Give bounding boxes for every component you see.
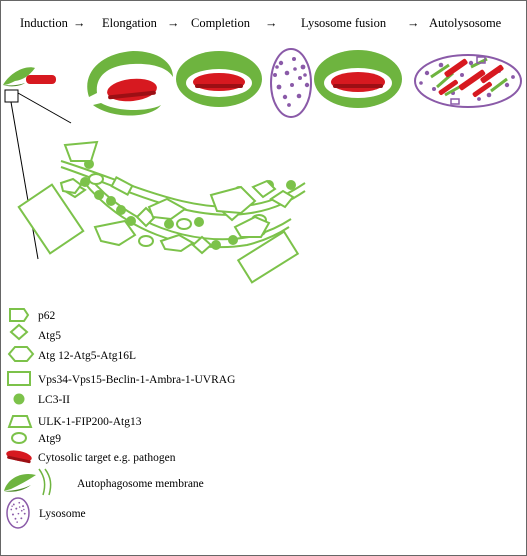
legend-label-lc3: LC3-II: [38, 394, 70, 406]
autolysosome-illustration: [414, 54, 522, 108]
legend-label-target: Cytosolic target e.g. pathogen: [38, 452, 176, 464]
lysosome-icon: [6, 497, 30, 529]
stage-arrow-4: →: [407, 16, 420, 30]
stage-label-completion: Completion: [191, 16, 251, 30]
legend-item-lysosome: Lysosome: [6, 497, 86, 529]
stage-label-lysosome-fusion: Lysosome fusion: [301, 16, 387, 30]
atg12-complex-icon: [7, 346, 35, 362]
legend-item-atg9: Atg9: [11, 432, 61, 445]
fusion-illustration: [314, 50, 402, 108]
legend-label-ulk: ULK-1-FIP200-Atg13: [38, 416, 142, 428]
legend-item-target: Cytosolic target e.g. pathogen: [6, 450, 176, 464]
zoom-box: [4, 89, 19, 103]
legend: p62 Atg5 Atg 12-Atg5-Atg16L Vps34-Vps15-…: [4, 308, 235, 529]
vps34-complex-icon: [7, 371, 31, 386]
legend-label-atg12: Atg 12-Atg5-Atg16L: [38, 350, 136, 362]
zoom-line-lower: [10, 101, 39, 260]
atg5-icon: [9, 323, 29, 341]
legend-label-atg5: Atg5: [38, 330, 61, 342]
stage-arrow-3: →: [265, 16, 278, 30]
ulk-complex-icon: [7, 415, 33, 428]
legend-label-p62: p62: [38, 310, 56, 322]
legend-item-atg5: Atg5: [9, 323, 61, 342]
legend-item-ulk: ULK-1-FIP200-Atg13: [7, 415, 142, 428]
induction-illustration: [3, 67, 56, 87]
phagophore-detail: [17, 140, 306, 284]
stage-label-induction: Induction: [20, 16, 69, 30]
legend-item-lc3: LC3-II: [13, 393, 70, 406]
zoom-line-upper: [17, 92, 72, 124]
stage-label-elongation: Elongation: [102, 16, 158, 30]
pathogen-icon: [6, 450, 32, 464]
stage-arrow-2: →: [167, 16, 180, 30]
legend-label-membrane: Autophagosome membrane: [77, 478, 204, 490]
p62-icon: [9, 308, 30, 322]
legend-label-atg9: Atg9: [38, 433, 61, 445]
lysosome-illustration: [270, 48, 312, 118]
legend-item-atg12: Atg 12-Atg5-Atg16L: [7, 346, 136, 362]
membrane-icon: [4, 468, 52, 496]
legend-label-lysosome: Lysosome: [39, 508, 86, 520]
legend-item-p62: p62: [9, 308, 56, 322]
stage-label-autolysosome: Autolysosome: [429, 16, 502, 30]
lc3-icon: [13, 393, 25, 405]
completion-illustration: [176, 51, 262, 107]
atg9-icon: [11, 432, 27, 444]
stage-arrow-1: →: [73, 16, 86, 30]
legend-label-vps34: Vps34-Vps15-Beclin-1-Ambra-1-UVRAG: [38, 374, 235, 386]
elongation-illustration: [87, 51, 173, 116]
legend-item-vps34: Vps34-Vps15-Beclin-1-Ambra-1-UVRAG: [7, 371, 235, 386]
legend-item-membrane: Autophagosome membrane: [4, 468, 204, 496]
